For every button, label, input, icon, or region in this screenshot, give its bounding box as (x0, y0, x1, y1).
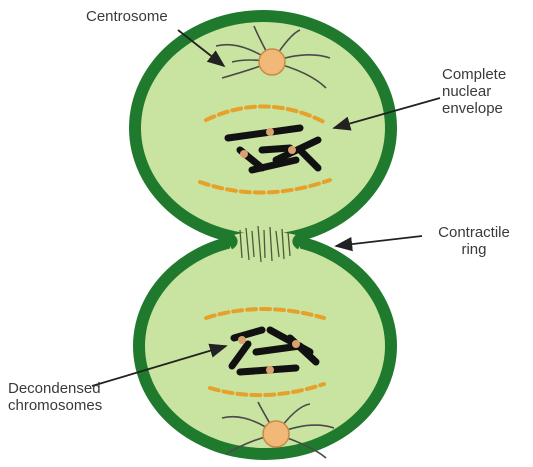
contractile-ring-label: Contractile ring (424, 224, 524, 258)
lower-cell-cytoplasm (145, 244, 385, 448)
nuclear-envelope-label: Complete nuclear envelope (442, 66, 506, 117)
centrosome-label: Centrosome (86, 8, 168, 25)
chromosomes-label: Decondensed chromosomes (8, 380, 102, 414)
lower-centrosome-body (263, 421, 289, 447)
contractile-ring-arrow (336, 236, 422, 246)
upper-centrosome-body (259, 49, 285, 75)
